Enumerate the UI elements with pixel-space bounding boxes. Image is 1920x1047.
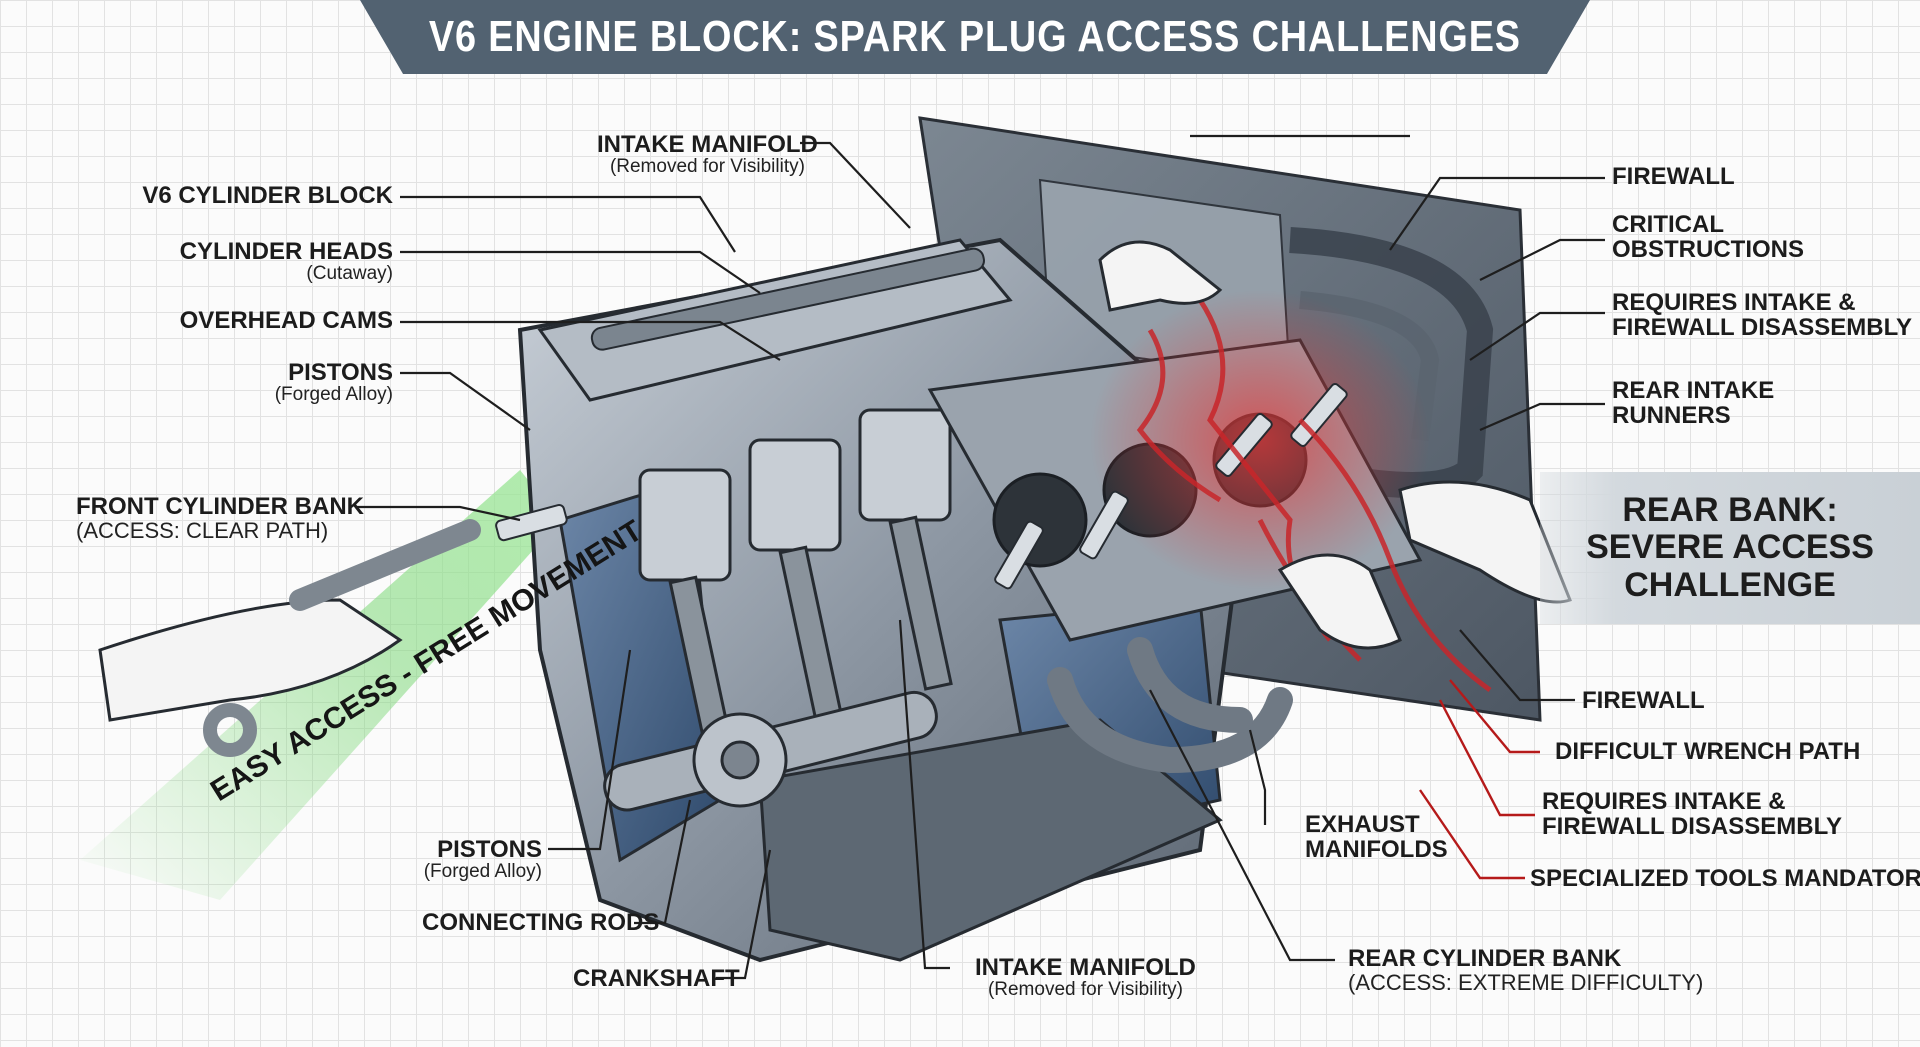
left-hand-wrench (98, 519, 481, 757)
crankshaft-shape (603, 690, 938, 812)
label-rear-cylinder-bank: REAR CYLINDER BANK (ACCESS: EXTREME DIFF… (1348, 945, 1704, 996)
exhaust-pipes (1047, 637, 1293, 774)
label-intake-manifold-top: INTAKE MANIFOLD (Removed for Visibility) (597, 131, 818, 178)
label-firewall-bottom: FIREWALL (1582, 687, 1705, 714)
spark-plugs (495, 383, 1348, 590)
leader-lines-red (1419, 679, 1540, 880)
pistons-group (638, 408, 953, 751)
label-cylinder-heads: CYLINDER HEADS (Cutaway) (179, 238, 393, 285)
oil-pan (758, 718, 1223, 962)
diagram-title: V6 ENGINE BLOCK: SPARK PLUG ACCESS CHALL… (428, 12, 1522, 61)
label-exhaust-manifolds: EXHAUST MANIFOLDS (1305, 811, 1448, 864)
label-firewall-top: FIREWALL (1612, 163, 1735, 190)
label-rear-intake-runners: REAR INTAKE RUNNERS (1612, 377, 1775, 430)
top-hand (1098, 240, 1223, 312)
rear-bank-callout: REAR BANK: SEVERE ACCESS CHALLENGE (1540, 472, 1920, 624)
label-crankshaft: CRANKSHAFT (573, 965, 740, 992)
label-pistons-top: PISTONS (Forged Alloy) (274, 359, 393, 406)
label-intake-manifold-bottom: INTAKE MANIFOLD (Removed for Visibility) (975, 954, 1196, 1001)
label-requires-intake-bottom: REQUIRES INTAKE & FIREWALL DISASSEMBLY (1542, 788, 1843, 841)
label-front-cylinder-bank: FRONT CYLINDER BANK (ACCESS: CLEAR PATH) (76, 493, 364, 544)
label-requires-intake-top: REQUIRES INTAKE & FIREWALL DISASSEMBLY (1612, 289, 1913, 342)
overhead-cam (590, 247, 985, 351)
label-v6-cylinder-block: V6 CYLINDER BLOCK (142, 182, 393, 209)
label-overhead-cams: OVERHEAD CAMS (179, 307, 393, 334)
title-banner: V6 ENGINE BLOCK: SPARK PLUG ACCESS CHALL… (360, 0, 1590, 74)
leader-lines (355, 134, 1605, 980)
label-difficult-wrench-path: DIFFICULT WRENCH PATH (1555, 738, 1861, 765)
right-hands (1277, 480, 1572, 650)
label-critical-obstructions: CRITICAL OBSTRUCTIONS (1612, 211, 1804, 264)
label-connecting-rods: CONNECTING RODS (422, 909, 660, 936)
easy-access-path (80, 470, 560, 900)
label-pistons-bottom: PISTONS (Forged Alloy) (423, 836, 542, 883)
label-specialized-tools: SPECIALIZED TOOLS MANDATORY (1530, 865, 1920, 892)
